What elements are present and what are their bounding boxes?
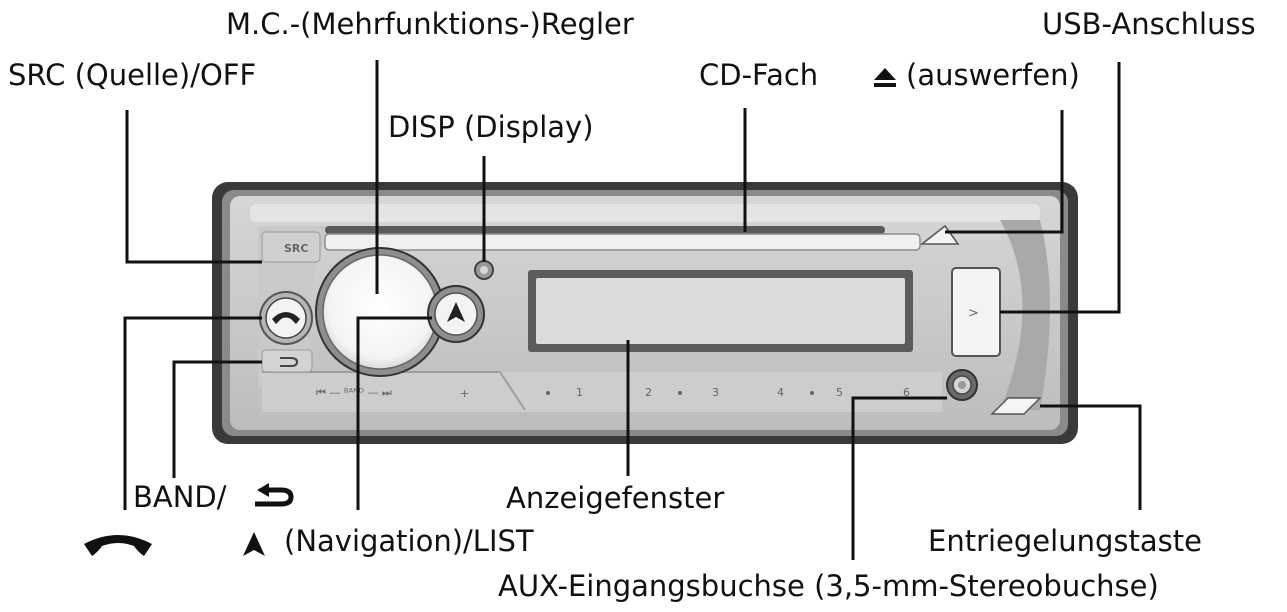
navigation-icon [447, 302, 465, 322]
leader-usb [1000, 62, 1121, 314]
label-src-off: SRC (Quelle)/OFF [8, 58, 257, 92]
label-navigation-list: (Navigation)/LIST [284, 524, 534, 558]
leader-release [1040, 404, 1142, 510]
back-arrow-label-icon [255, 483, 294, 507]
label-aux-input: AUX-Eingangsbuchse (3,5-mm-Stereobuchse) [498, 569, 1159, 603]
eject-icon [874, 68, 896, 87]
preset-6[interactable]: 6 [903, 386, 910, 399]
src-button[interactable] [261, 231, 321, 263]
preset-1[interactable]: 1 [576, 386, 583, 399]
back-arrow-icon [280, 357, 299, 367]
label-mc-knob: M.C.-(Mehrfunktions-)Regler [226, 7, 634, 41]
label-usb-port: USB-Anschluss [1042, 7, 1256, 41]
cd-slot[interactable] [325, 226, 885, 234]
preset-5[interactable]: 5 [836, 386, 843, 399]
label-release-button: Entriegelungstaste [928, 524, 1202, 558]
usb-marking: > [968, 306, 979, 321]
leader-nav [356, 316, 432, 510]
phone-icon [272, 312, 300, 324]
label-display-window: Anzeigefenster [506, 481, 725, 515]
track-keys[interactable]: ⏮ — ᴮᴬᴺᴰ — ⏭ [316, 386, 392, 399]
label-band: BAND/ [133, 480, 227, 514]
leader-aux [851, 396, 947, 560]
leader-lines [123, 60, 1142, 560]
leader-phone [123, 316, 262, 510]
src-marking: SRC [284, 242, 308, 255]
plus-marking-left: + [460, 387, 469, 400]
label-cd-slot: CD-Fach [699, 58, 819, 92]
leader-eject [945, 110, 1064, 234]
phone-label-icon [84, 535, 152, 556]
leader-src [125, 110, 262, 264]
preset-3[interactable]: 3 [712, 386, 719, 399]
navigation-label-icon [243, 532, 265, 556]
label-disp: DISP (Display) [388, 110, 594, 144]
preset-2[interactable]: 2 [645, 386, 652, 399]
band-button[interactable] [261, 349, 313, 373]
leader-band [172, 360, 262, 478]
eject-button[interactable] [919, 224, 960, 245]
release-button[interactable] [990, 397, 1042, 415]
label-eject: (auswerfen) [906, 58, 1080, 92]
preset-4[interactable]: 4 [777, 386, 784, 399]
